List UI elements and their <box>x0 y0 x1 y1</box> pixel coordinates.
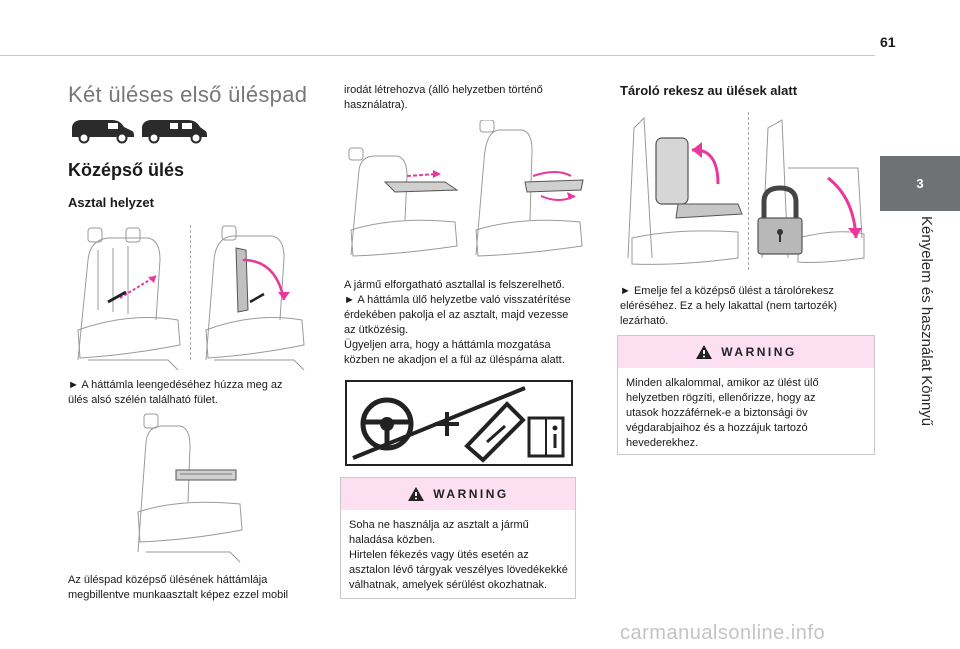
section-heading: Középső ülés <box>68 160 185 180</box>
seat-table-illustration <box>137 413 243 563</box>
van-icons <box>72 120 207 144</box>
para-mobile-office: irodát létrehozva (álló helyzetben törté… <box>344 84 543 111</box>
safety-pictogram <box>345 380 573 466</box>
warning-text: Minden alkalommal, amikor az ülést ülő h… <box>626 377 819 449</box>
warning-title: WARNING <box>721 345 797 359</box>
warning-table-box: WARNING Soha ne használja az asztalt a j… <box>340 477 576 599</box>
seat-lever-illustration <box>77 225 305 370</box>
step-release-backrest: ► A háttámla leengedéséhez húzza meg az … <box>68 379 283 406</box>
para-mobile-desk: Az üléspad középső ülésének háttámlája m… <box>68 574 289 601</box>
steering-wheel-icon <box>360 397 414 451</box>
warning-header: WARNING <box>618 336 874 368</box>
chapter-number: 3 <box>916 176 924 191</box>
van-short-icon <box>72 120 134 144</box>
chapter-tab[interactable]: 3 <box>880 156 960 211</box>
warning-text: Soha ne használja az asztalt a jármű hal… <box>349 519 568 591</box>
padlock-icon <box>757 185 803 255</box>
prohibition-slash <box>352 386 526 460</box>
illus-divider-storage <box>748 112 749 270</box>
chapter-title: Kényelem és használat Könnyű <box>918 216 935 427</box>
subsection-heading: Asztal helyzet <box>68 195 154 210</box>
watermark: carmanualsonline.info <box>620 622 826 644</box>
para-storage: ► Emelje fel a középső ülést a tárolórek… <box>620 285 838 327</box>
warning-title: WARNING <box>433 487 509 501</box>
table-object-icon <box>464 401 526 463</box>
page-heading: Két üléses első üléspad <box>68 82 308 107</box>
storage-heading: Tároló rekesz au ülések alatt <box>620 83 798 98</box>
header-rule <box>0 55 875 56</box>
manual-info-icon <box>527 416 565 458</box>
van-long-icon <box>142 120 207 144</box>
page-number: 61 <box>880 34 896 50</box>
warning-triangle-icon <box>696 345 713 359</box>
warning-header: WARNING <box>341 478 575 510</box>
warning-triangle-icon <box>408 487 425 501</box>
swivel-table-illustration <box>348 120 584 257</box>
warning-seat-box: WARNING Minden alkalommal, amikor az ülé… <box>617 335 875 455</box>
illus-divider <box>190 225 191 360</box>
storage-illustration <box>627 116 865 265</box>
para-swivel-table: A jármű elforgatható asztallal is felsze… <box>344 279 571 366</box>
